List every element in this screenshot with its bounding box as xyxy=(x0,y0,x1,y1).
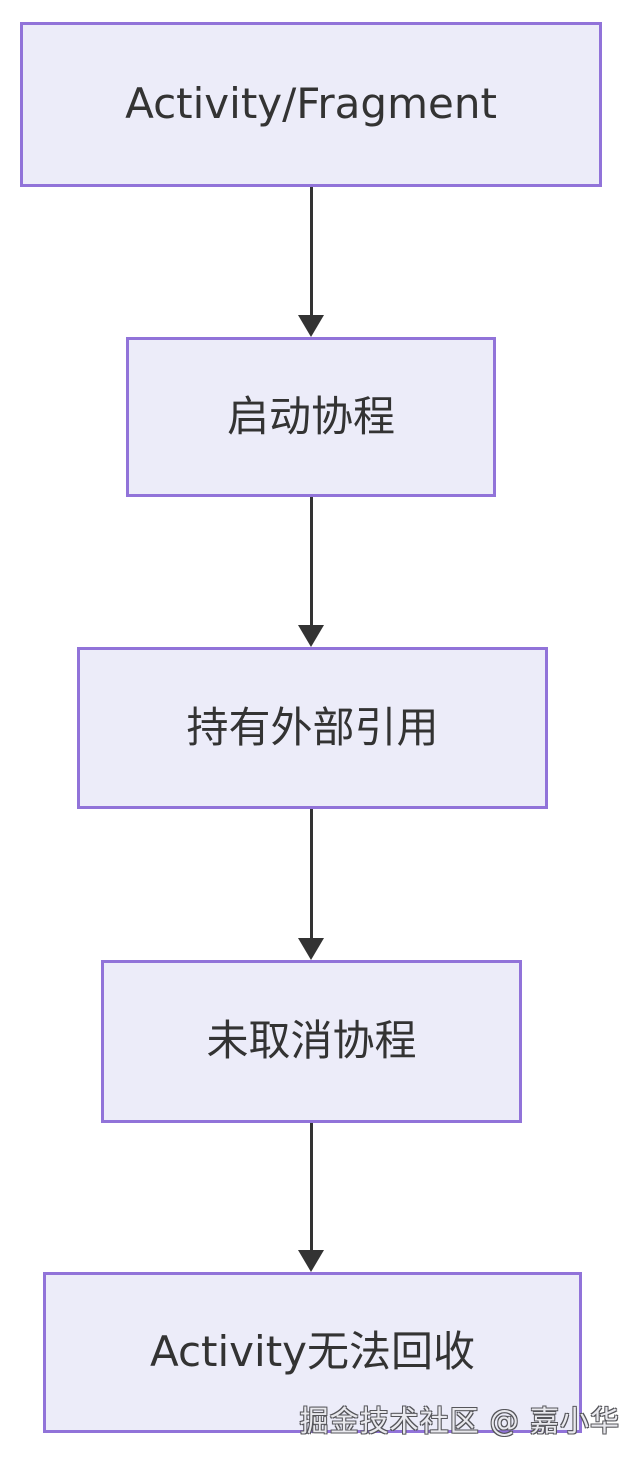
node-label-start-coroutine: 启动协程 xyxy=(226,391,395,441)
node-label-activity-cannot-be-recycled: Activity无法回收 xyxy=(149,1327,476,1377)
flow-node-start-coroutine: 启动协程 xyxy=(126,337,496,497)
edge-arrow-3 xyxy=(298,809,324,960)
watermark: 掘金技术社区 @ 嘉小华 xyxy=(299,1404,620,1438)
flow-node-uncancelled-coroutine: 未取消协程 xyxy=(101,960,522,1123)
arrow-line xyxy=(309,497,313,625)
node-label-holds-external-reference: 持有外部引用 xyxy=(186,702,439,752)
arrow-head-icon xyxy=(298,938,324,960)
arrow-line xyxy=(309,187,313,315)
flow-node-activity-cannot-be-recycled: Activity无法回收 xyxy=(43,1272,582,1433)
edge-arrow-4 xyxy=(298,1123,324,1272)
arrow-line xyxy=(309,809,313,938)
arrow-line xyxy=(309,1123,313,1250)
arrow-head-icon xyxy=(298,625,324,647)
flow-node-activity-fragment: Activity/Fragment xyxy=(20,22,602,187)
node-label-uncancelled-coroutine: 未取消协程 xyxy=(206,1016,417,1066)
flow-node-holds-external-reference: 持有外部引用 xyxy=(77,647,548,809)
arrow-head-icon xyxy=(298,1250,324,1272)
edge-arrow-1 xyxy=(298,187,324,337)
node-label-activity-fragment: Activity/Fragment xyxy=(125,79,497,129)
arrow-head-icon xyxy=(298,315,324,337)
edge-arrow-2 xyxy=(298,497,324,647)
